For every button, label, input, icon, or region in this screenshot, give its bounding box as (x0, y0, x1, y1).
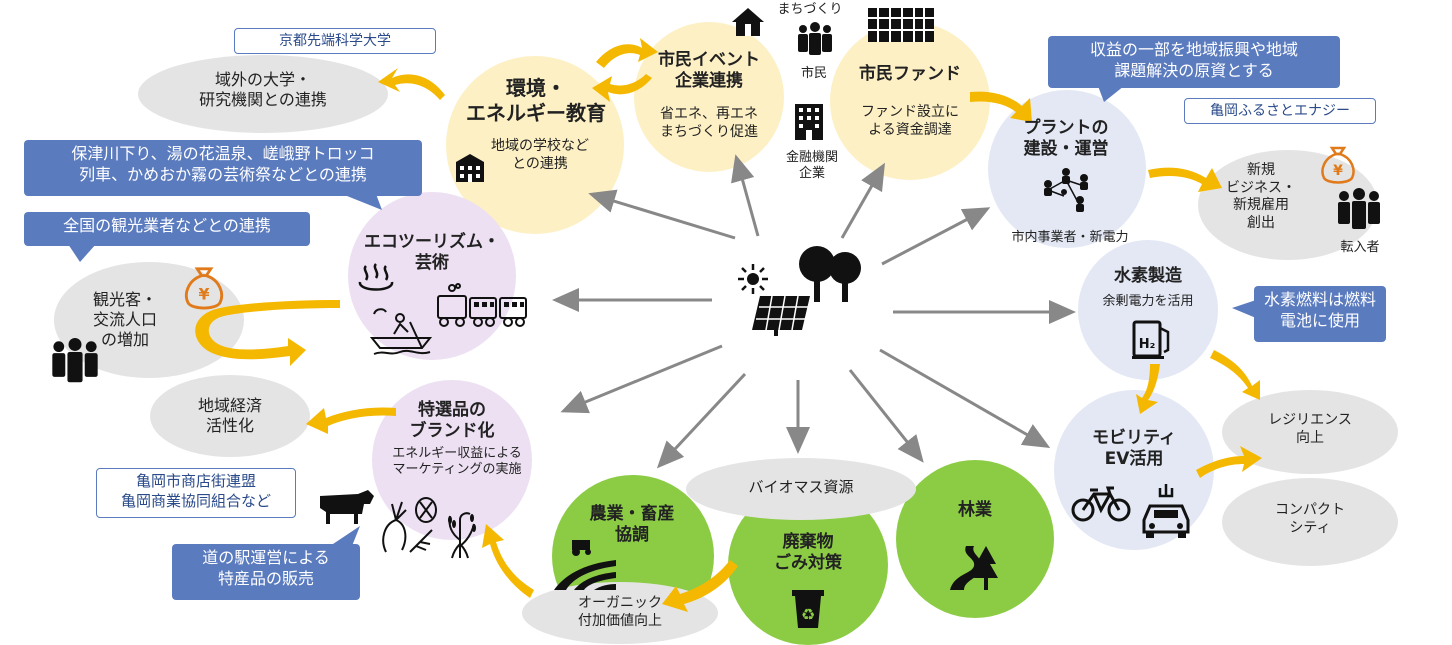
arrow-to-mobility (879, 348, 1051, 448)
office-building-icon (795, 104, 823, 140)
arrow-to-fund (840, 162, 885, 239)
arrow-to-plant (881, 207, 991, 266)
orange-arrow-agri-organic (662, 560, 738, 612)
people-icon (798, 22, 832, 55)
school-icon (456, 154, 484, 182)
regional-economy-text: 地域経済 活性化 (197, 396, 262, 435)
arrow-to-agriculture (656, 372, 747, 469)
biomass-text: バイオマス資源 (748, 478, 854, 496)
solar-panel-icon (752, 295, 810, 336)
city-buildings-icon (868, 8, 934, 42)
biomass-ellipse (686, 458, 916, 520)
orange-arrow-mobility-resilience (1196, 446, 1262, 478)
citizen-event-circle (634, 22, 784, 172)
env-education-title: 環境・ エネルギー教育 (466, 76, 606, 125)
money-bag-icon-2: ¥ (184, 267, 224, 310)
train-icon (437, 283, 527, 327)
arrow-to-brand (560, 344, 723, 414)
new-business-text: 新規 ビジネス・ 新規雇用 創出 (1226, 162, 1296, 231)
rice-plant-icon (448, 512, 476, 559)
hydrogen-callout: 水素燃料は燃料 電池に使用 (1254, 286, 1386, 342)
forestry-circle (896, 460, 1054, 618)
hozu-callout: 保津川下り、湯の花温泉、嵯峨野トロッコ 列車、かめおか霧の芸術祭などとの連携 (24, 140, 422, 196)
orange-arrow-env-outside (378, 68, 445, 100)
orange-arrow-hydrogen-resilience (1210, 350, 1260, 400)
ecotourism-title: エコツーリズム・ 芸術 (364, 232, 500, 274)
cow-icon (320, 490, 374, 524)
tourists-text: 観光客・ 交流人口 の増加 (92, 290, 157, 349)
orange-arrow-organic-brand (482, 524, 534, 598)
hot-spring-icon (358, 263, 394, 291)
mobility-title: モビリティ EV活用 (1092, 428, 1176, 470)
trees-icon (799, 246, 861, 302)
sun-icon (738, 264, 768, 294)
arrow-to-event (731, 154, 760, 237)
compact-city-ellipse (1222, 478, 1398, 566)
outside-univ-text: 域外の大学・ 研究機関との連携 (199, 70, 327, 109)
compact-city-text: コンパクト シティ (1275, 502, 1345, 536)
orange-arrow-event-env-2 (592, 74, 652, 102)
shopping-assoc-label: 亀岡市商店街連盟 亀岡商業協同組合など (96, 468, 296, 518)
plant-title: プラントの 建設・運営 (1023, 118, 1109, 160)
kyoto-univ-label: 京都先端科学大学 (234, 28, 436, 55)
arrow-to-forestry (848, 369, 924, 463)
brand-title: 特選品の ブランド化 (409, 400, 495, 442)
ev-car-icon (1142, 484, 1190, 538)
organic-text: オーガニック 付加価値向上 (578, 595, 662, 629)
citizen-event-sub: 省エネ、再エネ まちづくり促進 (660, 106, 758, 140)
citizen-event-title: 市民イベント 企業連携 (658, 50, 760, 92)
farm-field-icon (554, 540, 616, 590)
machizukuri-label: まちづくり (777, 2, 843, 17)
citizen-fund-title: 市民ファンド (859, 64, 961, 84)
outside-univ-ellipse (138, 55, 388, 133)
people-group-icon (1338, 188, 1380, 229)
forest-road-icon (950, 546, 998, 590)
agriculture-title: 農業・畜産 協調 (589, 504, 675, 546)
forestry-title: 林業 (958, 500, 992, 520)
svg-text:♻: ♻ (801, 605, 815, 624)
michinoeki-callout: 道の駅運営による 特産品の販売 (172, 544, 360, 600)
svg-text:¥: ¥ (1333, 163, 1343, 179)
vegetables-icon (382, 497, 437, 553)
orange-arrow-tourist-uturn (195, 300, 340, 366)
hydrogen-station-icon: H₂ (1132, 320, 1170, 359)
citizen-fund-sub: ファンド設立に よる資金調達 (861, 104, 959, 138)
new-business-label: 転入者 (1340, 240, 1380, 255)
orange-arrow-fund-plant (970, 91, 1032, 122)
arrow-to-env (588, 189, 736, 240)
resilience-text: レジリエンス 向上 (1268, 412, 1352, 446)
money-bag-icon: ¥ (1321, 146, 1355, 184)
hydrogen-sub: 余剰電力を活用 (1102, 294, 1194, 309)
recycle-bin-icon: ♻ (792, 590, 824, 628)
regional-economy-ellipse (150, 375, 310, 457)
svg-text:¥: ¥ (198, 285, 209, 304)
finance-label: 金融機関 企業 (785, 150, 838, 182)
kameoka-energy-label: 亀岡ふるさとエナジー (1184, 98, 1376, 125)
orange-arrow-brand-economy (306, 407, 396, 434)
plant-sub: 市内事業者・新電力 (1011, 230, 1129, 245)
citizen-label: 市民 (800, 66, 827, 81)
brand-sub: エネルギー収益による マーケティングの実施 (392, 446, 522, 478)
revenue-callout: 収益の一部を地域振興や地域 課題解決の原資とする (1048, 36, 1340, 88)
svg-text:H₂: H₂ (1139, 337, 1156, 352)
people-group-icon-2 (52, 338, 98, 383)
citizen-fund-circle (830, 22, 990, 180)
env-education-sub: 地域の学校など との連携 (491, 138, 589, 172)
national-tourism-callout: 全国の観光業者などとの連携 (24, 212, 310, 246)
house-icon (732, 8, 764, 36)
network-people-icon (1044, 168, 1088, 212)
orange-arrow-plant-business (1148, 167, 1222, 192)
orange-arrow-event-env-1 (596, 38, 658, 68)
orange-arrow-hydrogen-mobility (1136, 364, 1160, 414)
waste-title: 廃棄物 ごみ対策 (774, 532, 842, 574)
hydrogen-title: 水素製造 (1114, 266, 1182, 286)
bicycle-icon (1071, 486, 1131, 522)
boat-icon (370, 308, 433, 355)
